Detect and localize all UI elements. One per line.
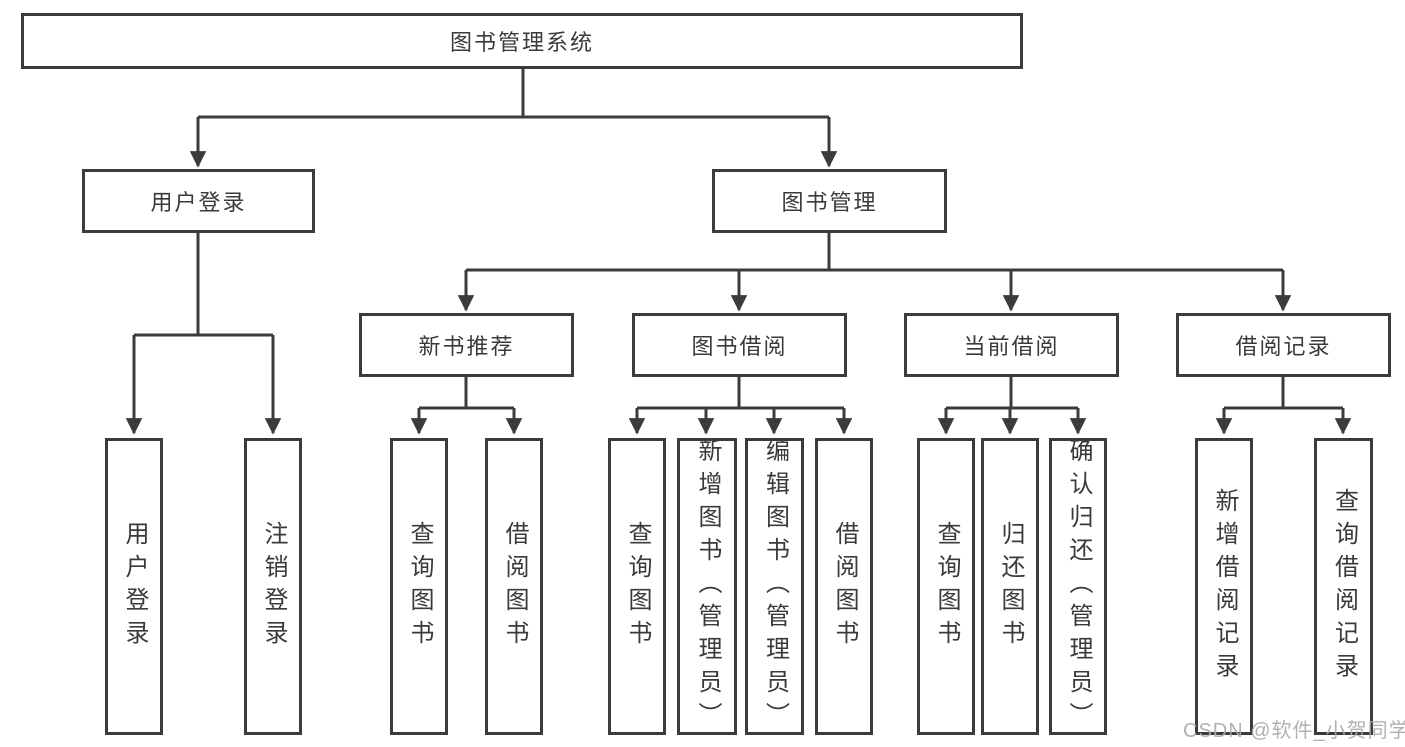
leaf-borrow-books-borrowing-label: 借阅图书: [831, 520, 858, 653]
node-borrowing-records: 借阅记录: [1176, 313, 1391, 377]
leaf-add-books-admin-label: 新增图书（管理员）: [694, 438, 721, 735]
leaf-logout: 注销登录: [244, 438, 302, 735]
leaf-query-books-recommend: 查询图书: [390, 438, 448, 735]
leaf-borrow-books-borrowing: 借阅图书: [815, 438, 873, 735]
node-book-management-label: 图书管理: [781, 190, 878, 215]
leaf-query-books-current-label: 查询图书: [933, 520, 960, 653]
node-user-login-label: 用户登录: [150, 190, 247, 215]
leaf-query-books-current: 查询图书: [917, 438, 975, 735]
node-root-label: 图书管理系统: [449, 30, 594, 55]
leaf-add-borrow-record-label: 新增借阅记录: [1211, 487, 1238, 686]
leaf-query-books-borrowing-label: 查询图书: [624, 520, 651, 653]
leaf-query-books-borrowing: 查询图书: [608, 438, 666, 735]
leaf-user-login: 用户登录: [105, 438, 163, 735]
leaf-confirm-return-admin-label: 确认归还（管理员）: [1065, 438, 1092, 735]
leaf-borrow-books-recommend-label: 借阅图书: [501, 520, 528, 653]
node-root-library-management-system: 图书管理系统: [21, 13, 1023, 69]
node-new-book-recommend-label: 新书推荐: [418, 334, 515, 359]
node-book-borrowing-label: 图书借阅: [691, 334, 788, 359]
leaf-edit-books-admin-label: 编辑图书（管理员）: [761, 438, 789, 735]
node-book-management: 图书管理: [712, 169, 947, 233]
leaf-add-borrow-record: 新增借阅记录: [1195, 438, 1253, 735]
leaf-edit-books-admin: 编辑图书（管理员）: [745, 438, 804, 735]
node-current-borrowing: 当前借阅: [904, 313, 1119, 377]
node-current-borrowing-label: 当前借阅: [963, 334, 1060, 359]
leaf-query-books-recommend-label: 查询图书: [406, 520, 433, 653]
csdn-watermark: CSDN @软件_小贺同学: [1183, 720, 1405, 742]
leaf-query-borrow-record: 查询借阅记录: [1314, 438, 1373, 735]
leaf-return-books: 归还图书: [981, 438, 1039, 735]
leaf-logout-label: 注销登录: [260, 520, 287, 653]
leaf-borrow-books-recommend: 借阅图书: [485, 438, 543, 735]
leaf-user-login-label: 用户登录: [121, 520, 148, 653]
node-new-book-recommend: 新书推荐: [359, 313, 574, 377]
node-user-login: 用户登录: [82, 169, 315, 233]
leaf-confirm-return-admin: 确认归还（管理员）: [1049, 438, 1107, 735]
node-borrowing-records-label: 借阅记录: [1235, 334, 1332, 359]
leaf-add-books-admin: 新增图书（管理员）: [677, 438, 737, 735]
node-book-borrowing: 图书借阅: [632, 313, 847, 377]
leaf-return-books-label: 归还图书: [997, 520, 1024, 653]
leaf-query-borrow-record-label: 查询借阅记录: [1330, 487, 1358, 686]
